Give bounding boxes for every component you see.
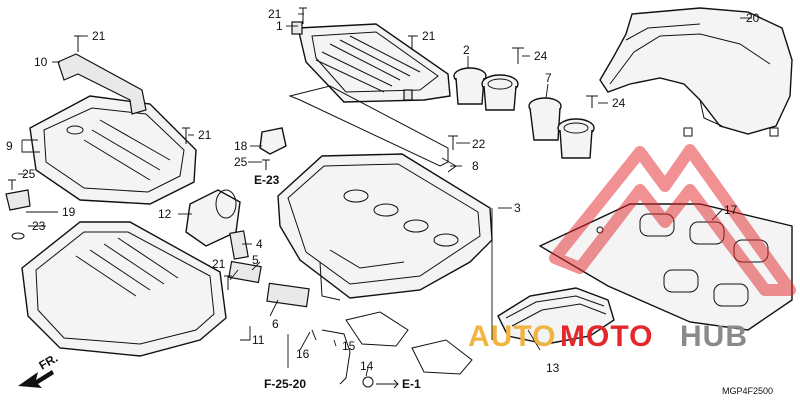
callout-9: 9 <box>6 139 13 153</box>
callout-21b: 21 <box>92 29 106 43</box>
callout-1: 1 <box>276 19 283 33</box>
part-3-airbox-housing <box>277 153 493 301</box>
callout-22: 22 <box>472 137 486 151</box>
lower-gasket-b <box>411 339 473 375</box>
part-13-filter <box>497 287 615 345</box>
callout-2: 2 <box>463 43 470 57</box>
callout-18: 18 <box>234 139 248 153</box>
callout-13: 13 <box>546 361 560 375</box>
callout-5: 5 <box>252 253 259 267</box>
part-15-hose <box>321 329 351 385</box>
part-10-bracket <box>57 53 147 115</box>
callout-15: 15 <box>342 339 356 353</box>
callout-14: 14 <box>360 359 374 373</box>
bolt-hardware <box>5 7 598 290</box>
callout-7: 7 <box>545 71 552 85</box>
callout-24b: 24 <box>612 96 626 110</box>
callout-20: 20 <box>746 11 760 25</box>
callout-25a: 25 <box>234 155 248 169</box>
part-5-pad <box>228 260 262 284</box>
part-9-upper-cover <box>29 95 197 205</box>
callout-25b: 25 <box>22 167 36 181</box>
part-14-clip <box>362 376 374 388</box>
part-6-pad <box>266 282 310 308</box>
lower-gasket-a <box>345 311 409 347</box>
callout-12: 12 <box>158 207 172 221</box>
part-16-tube <box>311 329 317 341</box>
part-11-lower-housing <box>21 221 227 357</box>
callout-24a: 24 <box>534 49 548 63</box>
callout-6: 6 <box>272 317 279 331</box>
callout-21a: 21 <box>268 7 282 21</box>
callout-16: 16 <box>296 347 310 361</box>
part-4-pad <box>229 230 249 260</box>
watermark-moto: MOTO <box>560 320 653 353</box>
part-2-funnel <box>453 67 519 111</box>
callout-21e: 21 <box>212 257 226 271</box>
callout-3: 3 <box>514 201 521 215</box>
front-arrow-icon <box>18 370 54 388</box>
callout-19: 19 <box>62 205 76 219</box>
watermark-auto: AUTO <box>468 320 556 353</box>
callout-11: 11 <box>252 333 265 347</box>
ref-f2520: F-25-20 <box>264 377 306 391</box>
ref-e23: E-23 <box>254 173 280 187</box>
leader-lines <box>18 13 752 385</box>
ref-e1: E-1 <box>402 377 421 391</box>
watermark-logo <box>549 144 796 296</box>
diagram-code: MGP4F2500 <box>722 386 773 396</box>
part-1-grille-cover <box>291 21 451 103</box>
watermark-hub: HUB <box>680 320 748 353</box>
callout-10: 10 <box>34 55 48 69</box>
callout-labels: 1 2 3 4 5 6 7 8 9 10 11 12 13 14 15 16 1… <box>6 7 760 375</box>
front-label: FR. <box>37 351 61 373</box>
part-20-cover <box>599 7 793 137</box>
callout-23: 23 <box>32 219 46 233</box>
part-18-sensor <box>259 127 287 155</box>
callout-4: 4 <box>256 237 263 251</box>
part-7-funnel <box>528 97 595 159</box>
callout-17: 17 <box>724 203 738 217</box>
callout-8: 8 <box>472 159 479 173</box>
callout-21d: 21 <box>198 128 212 142</box>
callout-21c: 21 <box>422 29 436 43</box>
ref-e1-arrow-icon <box>390 379 399 389</box>
